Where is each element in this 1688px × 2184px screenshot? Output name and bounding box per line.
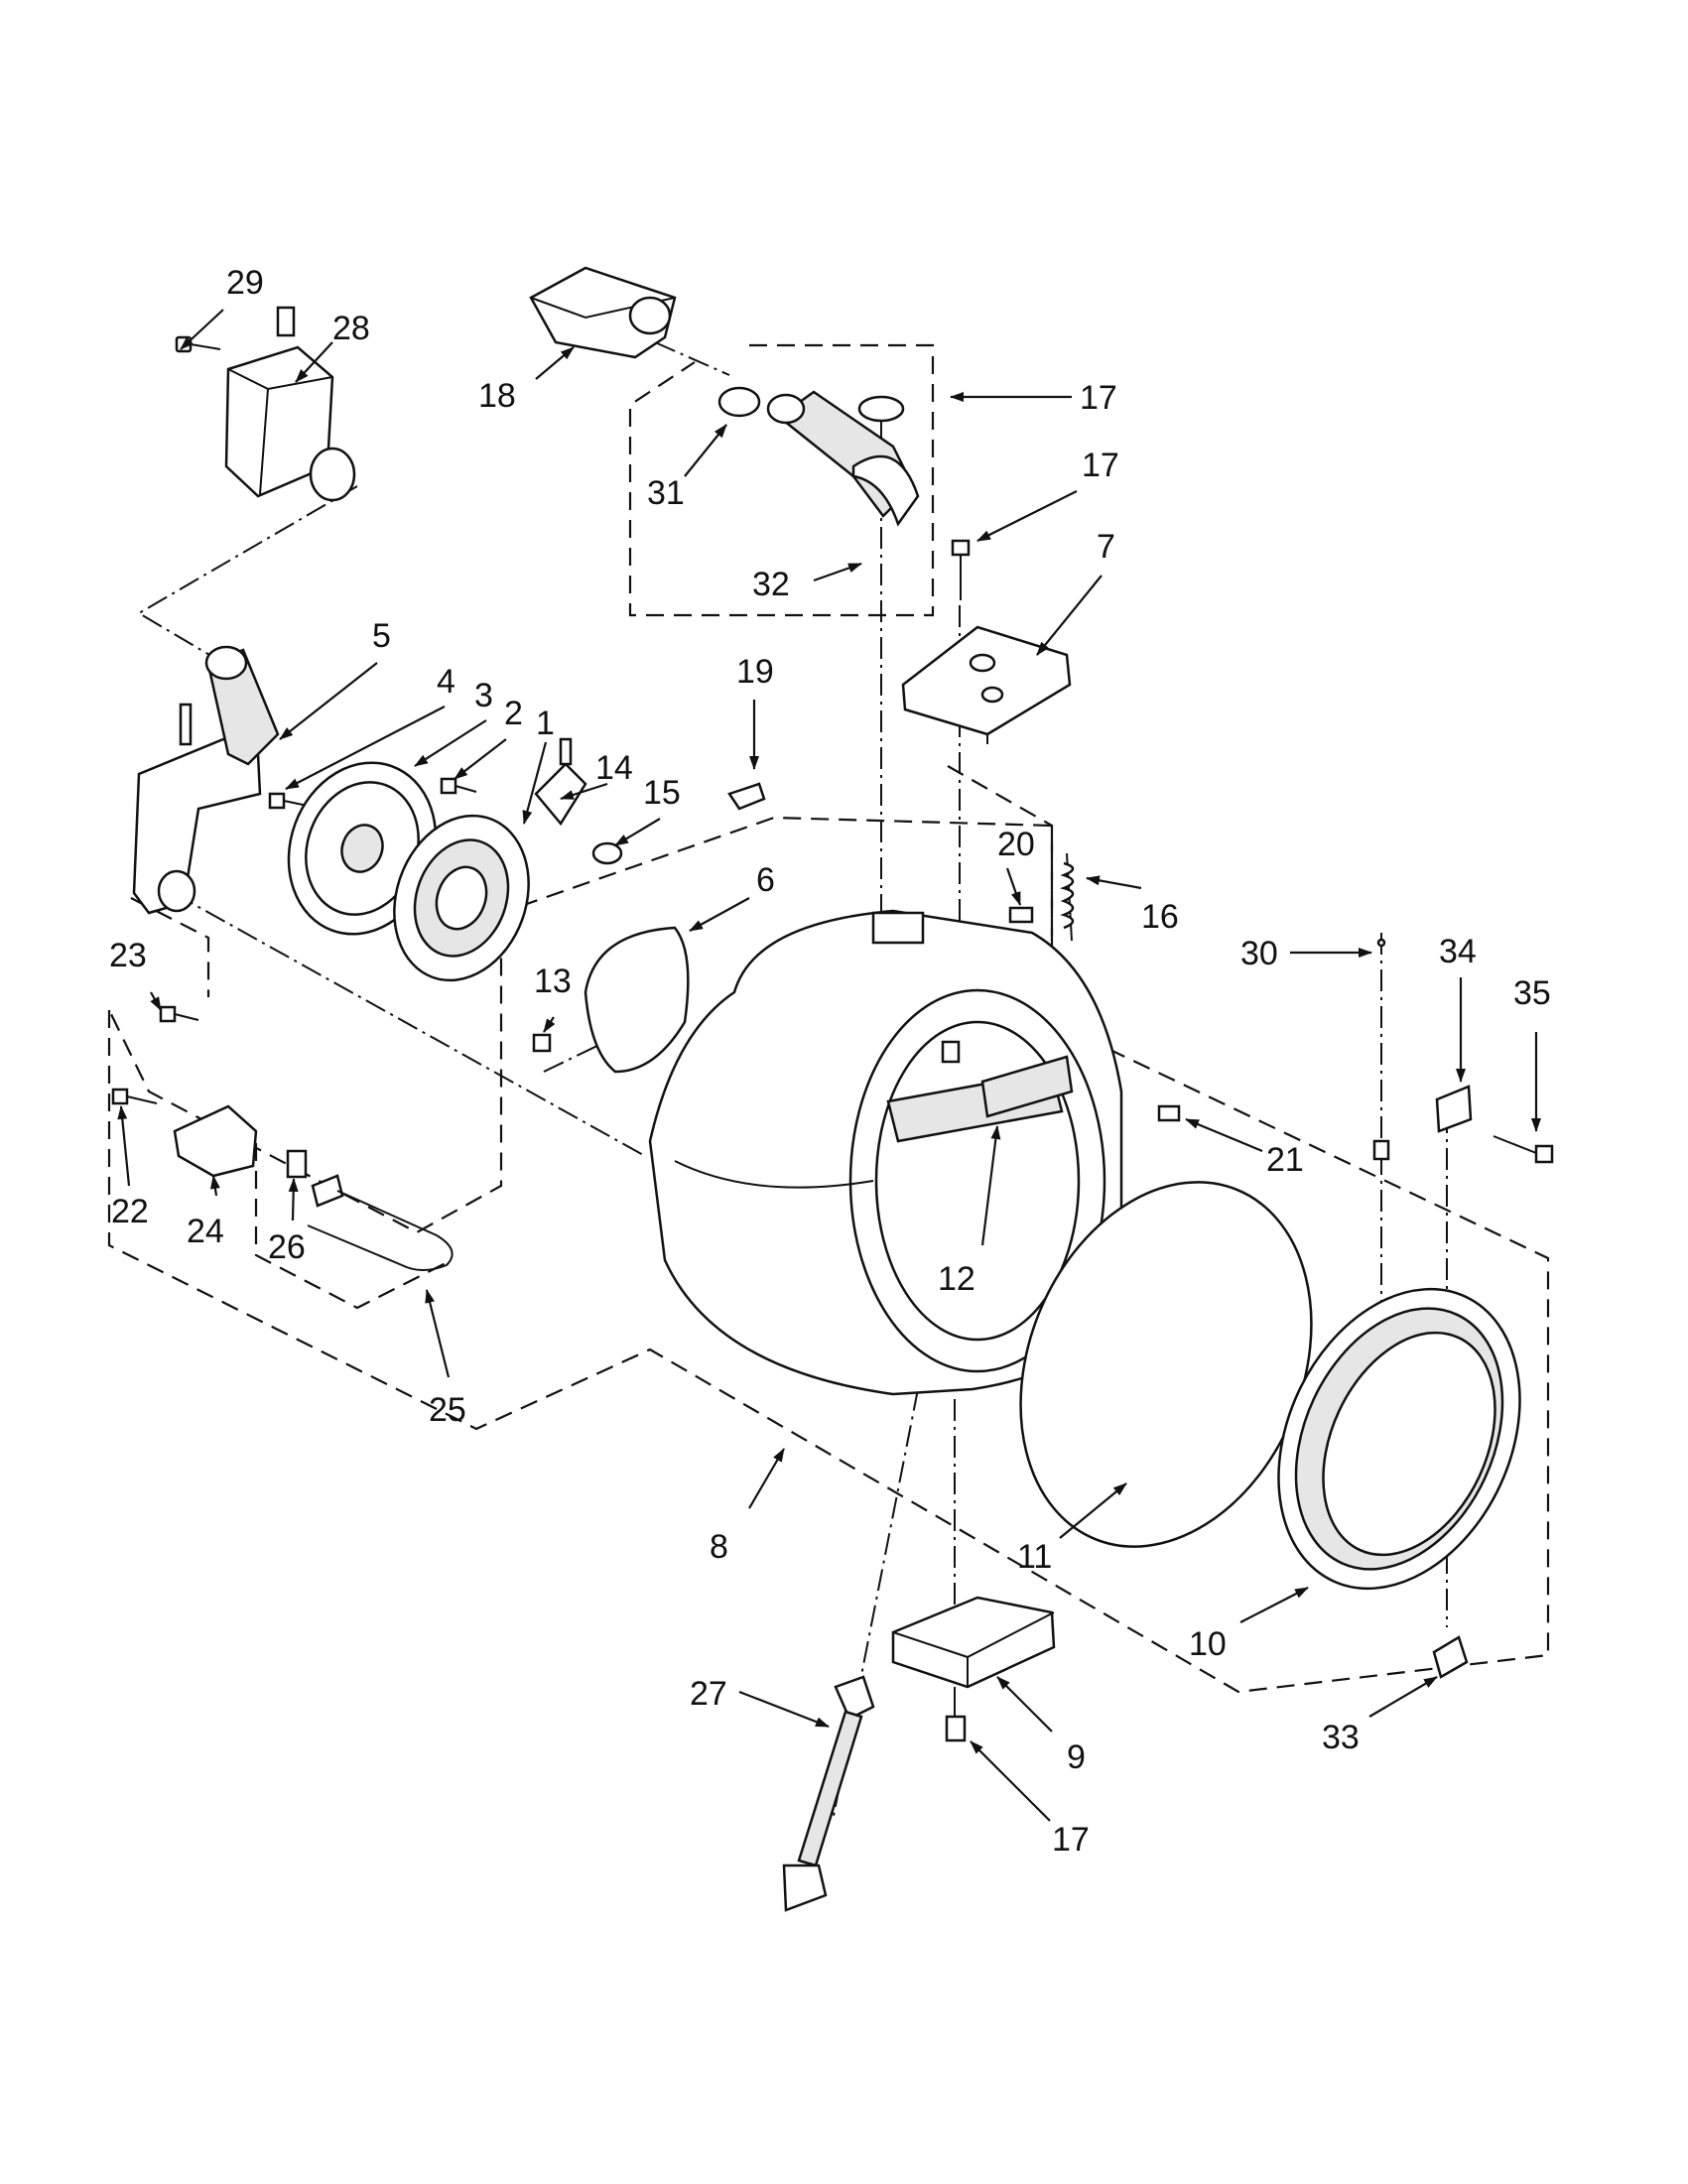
part-24-screw bbox=[159, 1005, 199, 1023]
part-36-screw bbox=[1493, 1135, 1554, 1164]
callout-5: 5 bbox=[372, 617, 391, 655]
callout-24: 23 bbox=[109, 937, 147, 974]
callout-34: 33 bbox=[1322, 1719, 1360, 1756]
callout-9: 9 bbox=[1067, 1738, 1086, 1776]
callout-32: 31 bbox=[647, 474, 685, 512]
part-2-bolt bbox=[440, 777, 477, 795]
part-4-bolt bbox=[268, 792, 309, 810]
part-22-clip bbox=[1157, 1104, 1181, 1122]
callout-27: 26 bbox=[268, 1228, 306, 1266]
callout-35: 34 bbox=[1439, 933, 1477, 970]
part-23-screw bbox=[111, 1088, 158, 1105]
callout-23: 22 bbox=[111, 1193, 149, 1230]
part-10-ring bbox=[1277, 1287, 1521, 1591]
callout-8: 8 bbox=[710, 1528, 728, 1566]
part-15-oring bbox=[591, 841, 623, 865]
callout-labels: 29 28 18 17 31 32 17 7 19 5 4 3 2 1 14 1… bbox=[109, 264, 1551, 1859]
callout-14: 14 bbox=[595, 749, 633, 787]
part-29-housing bbox=[224, 306, 356, 502]
connector-19-to-33 bbox=[654, 341, 730, 376]
part-17-screw-top bbox=[951, 539, 971, 600]
part-17-screw-bottom bbox=[945, 1687, 967, 1742]
group-boundary-26 bbox=[254, 1143, 453, 1310]
part-5-sump-assembly bbox=[132, 645, 280, 915]
part-12-lifter bbox=[980, 1055, 1074, 1118]
part-34-foot bbox=[1432, 1635, 1469, 1679]
part-33-clamp bbox=[857, 395, 905, 423]
callout-4: 4 bbox=[437, 663, 455, 701]
part-20-clip bbox=[727, 782, 766, 811]
part-30-screw bbox=[175, 335, 221, 353]
part-35-clip bbox=[1435, 1085, 1473, 1133]
part-21-clip bbox=[1008, 906, 1034, 924]
callout-19: 18 bbox=[478, 377, 516, 415]
callout-29: 28 bbox=[332, 310, 370, 347]
callout-16: 16 bbox=[1141, 898, 1179, 936]
part-32-clamp bbox=[717, 386, 761, 418]
connector-29-to-5 bbox=[137, 485, 358, 666]
part-16-spring bbox=[1060, 852, 1075, 942]
group-boundary-8 bbox=[107, 816, 1550, 1694]
callout-25: 24 bbox=[187, 1213, 224, 1250]
part-28-damper bbox=[782, 1675, 875, 1912]
callout-17-top: 17 bbox=[1082, 447, 1119, 484]
part-25-bracket bbox=[173, 1104, 258, 1178]
leader-lines bbox=[117, 309, 1541, 1822]
part-18-hose bbox=[766, 390, 920, 527]
callout-2: 2 bbox=[504, 695, 523, 732]
connector-13-to-6 bbox=[543, 1041, 606, 1073]
callout-15: 15 bbox=[643, 774, 681, 812]
callout-36: 35 bbox=[1513, 974, 1551, 1012]
callout-21: 20 bbox=[997, 826, 1035, 863]
callout-26: 25 bbox=[429, 1391, 466, 1429]
callout-7: 7 bbox=[1097, 528, 1115, 566]
callout-20: 19 bbox=[736, 653, 774, 691]
group-boundary-18 bbox=[628, 343, 935, 617]
connector-5-to-8 bbox=[173, 892, 646, 1157]
callout-28: 27 bbox=[690, 1675, 727, 1713]
callout-18: 17 bbox=[1080, 379, 1117, 417]
part-7-bracket bbox=[901, 625, 1072, 744]
callout-31: 30 bbox=[1240, 935, 1278, 972]
callout-1: 1 bbox=[536, 705, 555, 742]
callout-22: 21 bbox=[1266, 1141, 1304, 1179]
part-1-stator bbox=[393, 814, 530, 982]
callout-17-bottom: 17 bbox=[1052, 1821, 1090, 1859]
callout-30: 29 bbox=[226, 264, 264, 302]
callout-33: 32 bbox=[752, 566, 790, 603]
part-27-connector bbox=[286, 1149, 344, 1208]
callout-12: 12 bbox=[938, 1260, 975, 1298]
part-31-pin bbox=[1372, 938, 1390, 1161]
part-19-inlet bbox=[529, 266, 677, 359]
callout-3: 3 bbox=[474, 677, 493, 714]
callout-6: 6 bbox=[756, 861, 775, 899]
callout-10: 10 bbox=[1189, 1625, 1227, 1663]
part-13-nut bbox=[532, 1033, 552, 1053]
part-9-mount bbox=[891, 1596, 1056, 1689]
part-6-sheet bbox=[584, 926, 690, 1074]
callout-11: 11 bbox=[1017, 1538, 1052, 1576]
part-26-heater bbox=[307, 1190, 454, 1271]
callout-13: 13 bbox=[534, 963, 572, 1000]
